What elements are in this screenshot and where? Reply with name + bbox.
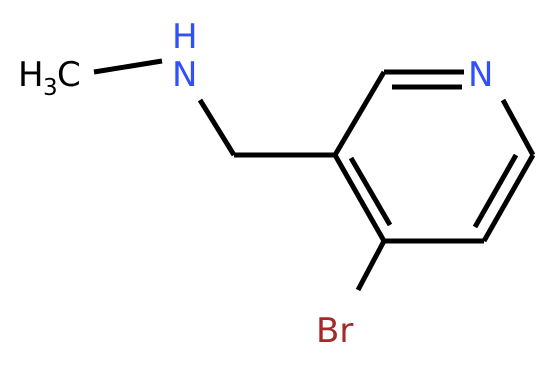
bond-methyl-n: [93, 58, 163, 75]
bond-c6-c5-inner: [472, 153, 519, 229]
bond-c3-c2: [332, 70, 387, 157]
bond-c6-c5: [481, 153, 536, 243]
bonds: [93, 58, 536, 292]
bond-c4-br: [355, 239, 387, 292]
atom-labels: H 3 C H N N Br: [18, 17, 493, 351]
bond-c4-c3: [332, 153, 387, 243]
methyl-subscript-label: 3: [43, 75, 58, 101]
bond-c4-c3-inner: [348, 156, 393, 227]
bond-n1-c6: [500, 98, 536, 157]
bond-n-ch2: [197, 98, 237, 157]
methyl-c-label: C: [57, 55, 81, 95]
methyl-h-label: H: [18, 55, 44, 95]
bromine-label: Br: [316, 311, 353, 351]
amine-h-label: H: [172, 17, 198, 57]
ring-n-label: N: [468, 55, 493, 95]
amine-n-label: N: [172, 55, 197, 95]
